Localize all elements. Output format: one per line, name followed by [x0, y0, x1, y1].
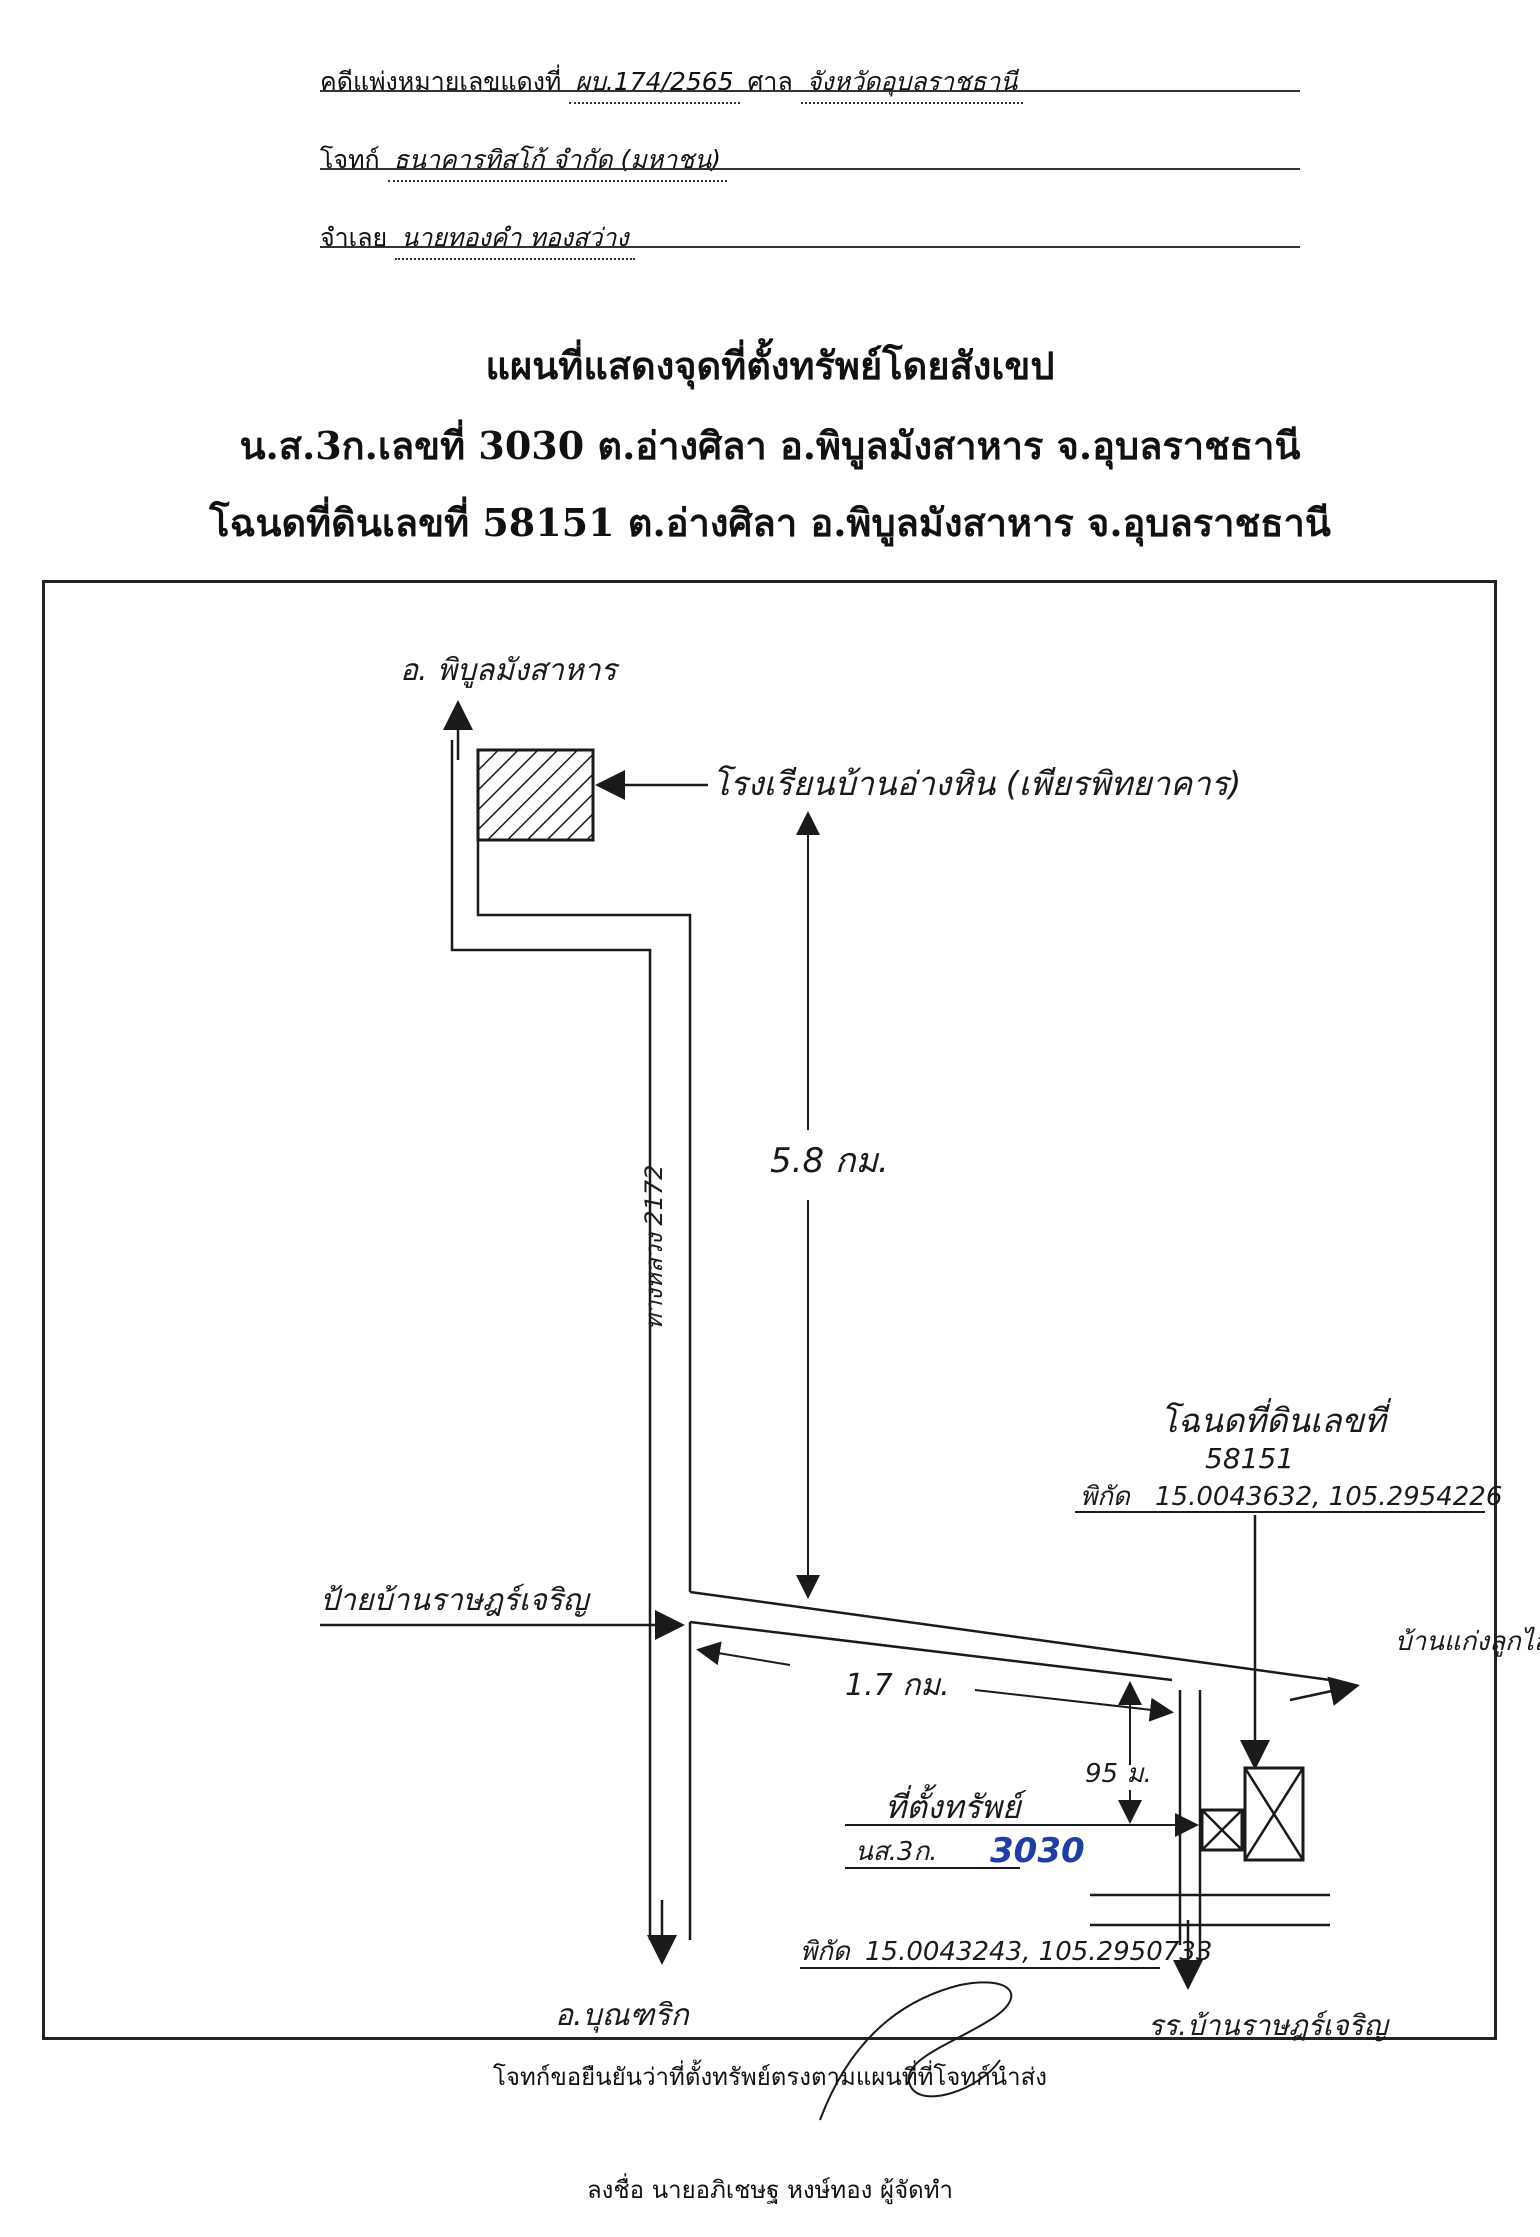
- deed-coords: 15.0043632, 105.2954226: [1155, 1482, 1502, 1512]
- property-label: ที่ตั้งทรัพย์: [885, 1784, 1027, 1826]
- school-label: โรงเรียนบ้านอ่างหิน (เพียรพิทยาคาร): [712, 764, 1241, 803]
- title-deed-number: 58151: [1205, 1442, 1294, 1475]
- property-number: 3030: [990, 1831, 1085, 1871]
- deed-coords-label: พิกัด: [1080, 1482, 1131, 1512]
- distance-main: 5.8 กม.: [770, 1141, 889, 1181]
- map-frame: [42, 580, 1497, 2040]
- case-underline: [320, 90, 1300, 92]
- deed-parcel-cross-b: [1243, 1767, 1305, 1861]
- confirm-statement: โจทก์ขอยืนยันว่าที่ตั้งทรัพย์ตรงตามแผนที…: [493, 2063, 1047, 2091]
- plaintiff-underline: [320, 168, 1300, 170]
- north-destination: อ. พิบูลมังสาหาร: [400, 653, 620, 688]
- road-east-upper: [689, 1590, 1331, 1682]
- east-destination: บ้านแก่งลูกไส: [1395, 1626, 1540, 1657]
- signature-mark: [819, 1981, 1013, 2121]
- school-building: [476, 748, 595, 842]
- title-deed-label: โฉนดที่ดินเลขที่: [1160, 1398, 1392, 1440]
- road-label: ทางหลวง 2172: [640, 1165, 668, 1330]
- branch-arrow-left: [696, 1641, 791, 1666]
- distance-side: 95 ม.: [1085, 1759, 1152, 1789]
- page-title: แผนที่แสดงจุดที่ตั้งทรัพย์โดยสังเขป: [485, 343, 1055, 388]
- road-north-inner: [476, 770, 692, 1592]
- property-parcel-cross-b: [1201, 1809, 1243, 1851]
- property-coords: 15.0043243, 105.2950733: [865, 1937, 1212, 1967]
- distance-branch: 1.7 กม.: [845, 1668, 950, 1703]
- property-doc: นส.3ก.: [855, 1837, 937, 1867]
- branch-arrow-right: [974, 1689, 1174, 1722]
- title-ns3k: น.ส.3ก.เลขที่ 3030 ต.อ่างศิลา อ.พิบูลมัง…: [239, 423, 1301, 468]
- road-north-outer: [450, 740, 652, 1590]
- signature-line: ลงชื่อ นายอภิเชษฐ หงษ์ทอง ผู้จัดทำ: [586, 2176, 954, 2204]
- south-destination: อ.บุณฑริก: [555, 1998, 690, 2033]
- property-coords-label: พิกัด: [800, 1937, 851, 1967]
- village-sign-label: ป้ายบ้านราษฎร์เจริญ: [320, 1583, 591, 1618]
- title-deed: โฉนดที่ดินเลขที่ 58151 ต.อ่างศิลา อ.พิบู…: [209, 500, 1331, 545]
- road-east-lower: [689, 1620, 1173, 1682]
- school2-label: รร.บ้านราษฎร์เจริญ: [1148, 2009, 1391, 2042]
- east-arrow: [1289, 1676, 1360, 1706]
- defendant-underline: [320, 246, 1300, 248]
